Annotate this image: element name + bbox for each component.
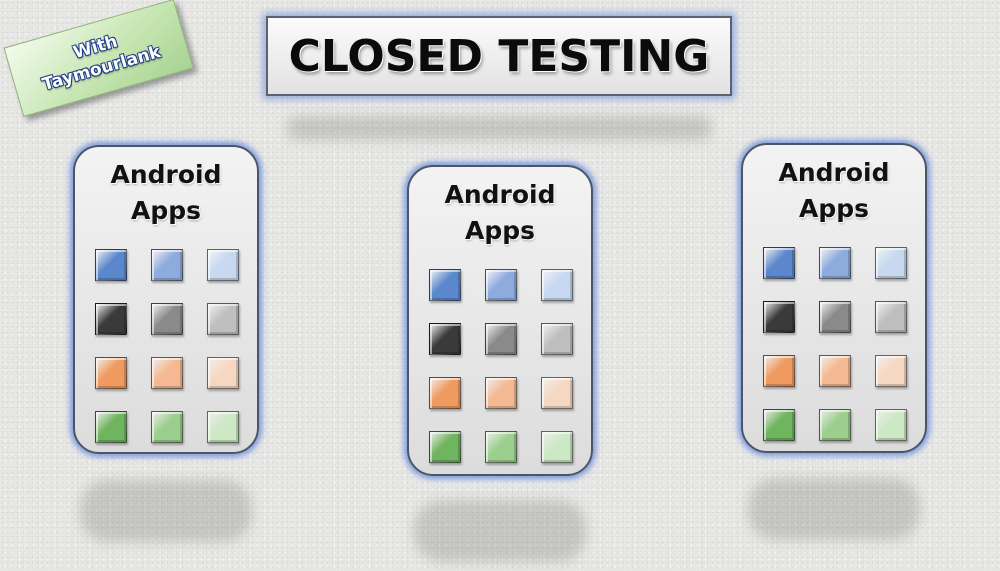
app-icon-tile[interactable] bbox=[541, 269, 573, 301]
app-icon-tile[interactable] bbox=[429, 431, 461, 463]
panel-reflection-middle bbox=[414, 500, 586, 562]
page-title: CLOSED TESTING bbox=[288, 30, 710, 82]
app-icon-tile[interactable] bbox=[151, 249, 183, 281]
panel-title-line-2: Apps bbox=[464, 216, 536, 245]
app-icon-tile[interactable] bbox=[485, 431, 517, 463]
app-icon-tile[interactable] bbox=[819, 301, 851, 333]
app-icon-tile[interactable] bbox=[151, 357, 183, 389]
app-icon-tile[interactable] bbox=[95, 249, 127, 281]
app-icon-tile[interactable] bbox=[763, 247, 795, 279]
panel-title-line-1: Android bbox=[778, 158, 890, 187]
app-icon-tile[interactable] bbox=[95, 411, 127, 443]
app-icon-tile[interactable] bbox=[875, 409, 907, 441]
app-icon-tile[interactable] bbox=[207, 303, 239, 335]
app-panel-left: Android Apps bbox=[73, 145, 259, 454]
app-icon-tile[interactable] bbox=[485, 269, 517, 301]
panel-title-line-1: Android bbox=[110, 160, 222, 189]
app-icon-tile[interactable] bbox=[819, 355, 851, 387]
app-icon-tile[interactable] bbox=[485, 323, 517, 355]
app-panel-middle: Android Apps bbox=[407, 165, 593, 476]
panel-title-line-2: Apps bbox=[798, 194, 870, 223]
app-panel-right: Android Apps bbox=[741, 143, 927, 453]
app-icon-tile[interactable] bbox=[875, 355, 907, 387]
app-icon-tile[interactable] bbox=[151, 303, 183, 335]
panel-title-line-2: Apps bbox=[130, 196, 202, 225]
panel-reflection-right bbox=[748, 478, 920, 540]
panel-title-line-1: Android bbox=[444, 180, 556, 209]
panel-reflection-left bbox=[80, 480, 252, 542]
app-icon-tile[interactable] bbox=[485, 377, 517, 409]
app-icon-tile[interactable] bbox=[541, 431, 573, 463]
title-banner: CLOSED TESTING bbox=[266, 16, 732, 96]
app-icon-tile[interactable] bbox=[763, 355, 795, 387]
app-icon-tile[interactable] bbox=[429, 269, 461, 301]
author-badge: With Taymourlank bbox=[3, 0, 194, 117]
app-icon-tile[interactable] bbox=[429, 377, 461, 409]
app-icon-tile[interactable] bbox=[819, 247, 851, 279]
app-icon-tile[interactable] bbox=[151, 411, 183, 443]
app-icon-tile[interactable] bbox=[875, 247, 907, 279]
app-icon-tile[interactable] bbox=[541, 323, 573, 355]
app-icon-tile[interactable] bbox=[95, 303, 127, 335]
app-icon-tile[interactable] bbox=[763, 409, 795, 441]
app-icon-tile[interactable] bbox=[207, 357, 239, 389]
app-icon-tile[interactable] bbox=[875, 301, 907, 333]
app-icon-tile[interactable] bbox=[207, 249, 239, 281]
title-reflection bbox=[286, 116, 712, 140]
app-icon-tile[interactable] bbox=[819, 409, 851, 441]
app-icon-tile[interactable] bbox=[429, 323, 461, 355]
app-icon-tile[interactable] bbox=[763, 301, 795, 333]
app-icon-tile[interactable] bbox=[541, 377, 573, 409]
app-icon-tile[interactable] bbox=[95, 357, 127, 389]
app-icon-tile[interactable] bbox=[207, 411, 239, 443]
